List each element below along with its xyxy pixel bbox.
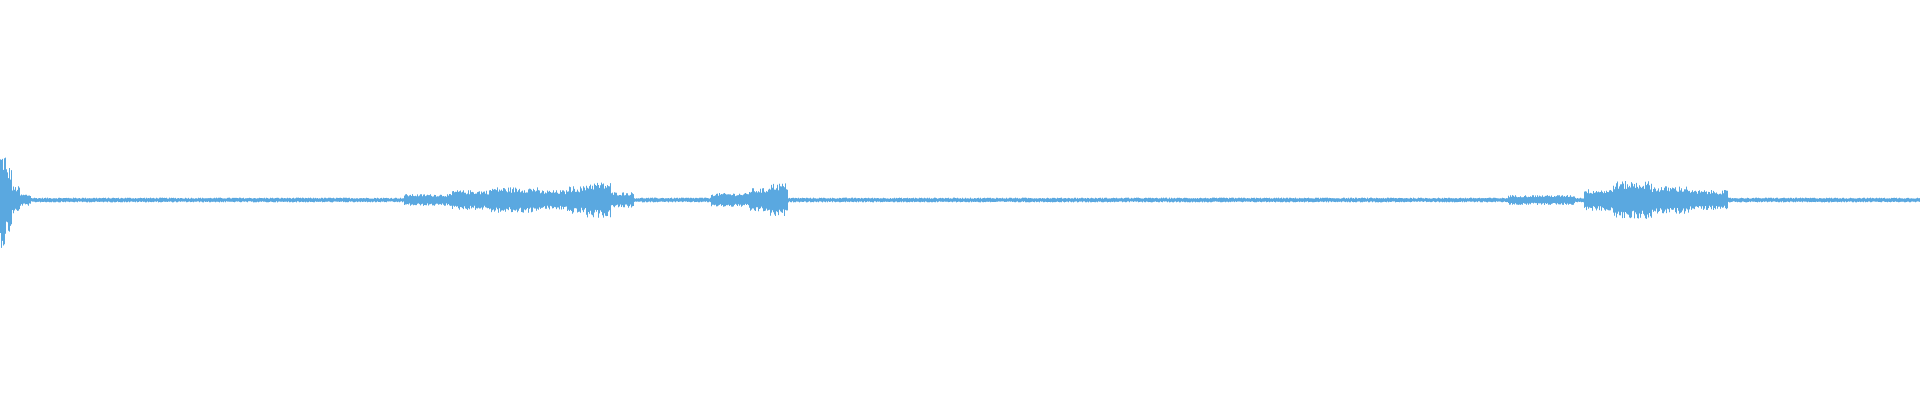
waveform-canvas[interactable] — [0, 0, 1920, 400]
audio-waveform-view[interactable] — [0, 0, 1920, 400]
